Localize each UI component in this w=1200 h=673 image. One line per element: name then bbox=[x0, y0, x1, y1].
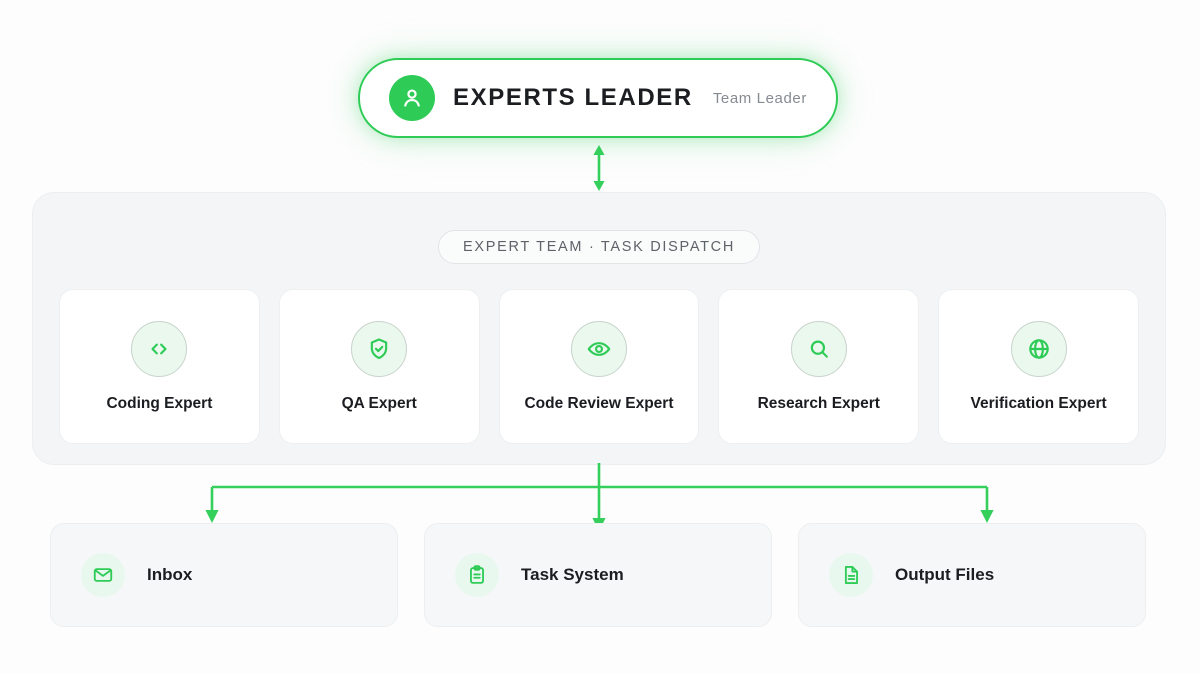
expert-label: Coding Expert bbox=[106, 394, 213, 412]
expert-card-qa[interactable]: QA Expert bbox=[278, 289, 480, 444]
expert-card-coding[interactable]: Coding Expert bbox=[59, 289, 260, 444]
output-card-task-system[interactable]: Task System bbox=[424, 523, 772, 627]
output-label: Output Files bbox=[895, 565, 995, 584]
expert-label: QA Expert bbox=[341, 394, 417, 412]
experts-leader-node[interactable]: EXPERTS LEADER Team Leader bbox=[358, 58, 838, 138]
clipboard-icon bbox=[455, 553, 499, 597]
expert-card-verification[interactable]: Verification Expert bbox=[938, 289, 1139, 444]
leader-role: Team Leader bbox=[712, 89, 807, 107]
expert-card-research[interactable]: Research Expert bbox=[718, 289, 920, 444]
user-avatar-icon bbox=[389, 75, 436, 121]
expert-label: Verification Expert bbox=[970, 394, 1107, 412]
shield-check-icon bbox=[351, 320, 408, 377]
document-icon bbox=[829, 553, 873, 597]
expert-card-code-review[interactable]: Code Review Expert bbox=[498, 289, 700, 444]
output-card-output-files[interactable]: Output Files bbox=[798, 523, 1146, 627]
expert-label: Code Review Expert bbox=[524, 394, 674, 412]
output-label: Inbox bbox=[147, 565, 193, 584]
eye-icon bbox=[570, 320, 627, 377]
magnifier-icon bbox=[790, 320, 847, 377]
output-card-inbox[interactable]: Inbox bbox=[50, 523, 398, 627]
task-dispatch-badge: EXPERT TEAM · TASK DISPATCH bbox=[437, 230, 761, 264]
expert-label: Research Expert bbox=[757, 394, 880, 412]
envelope-icon bbox=[81, 553, 125, 597]
code-brackets-icon bbox=[131, 320, 188, 377]
double-arrow-vertical-icon bbox=[582, 144, 616, 192]
expert-team-panel: EXPERT TEAM · TASK DISPATCH Coding Exper… bbox=[32, 192, 1166, 465]
leader-title: EXPERTS LEADER bbox=[453, 84, 693, 111]
globe-icon bbox=[1010, 320, 1067, 377]
output-targets-row: Inbox Task System bbox=[50, 523, 1146, 627]
expert-cards-row: Coding Expert QA Expert bbox=[59, 289, 1139, 444]
output-label: Task System bbox=[521, 565, 624, 584]
